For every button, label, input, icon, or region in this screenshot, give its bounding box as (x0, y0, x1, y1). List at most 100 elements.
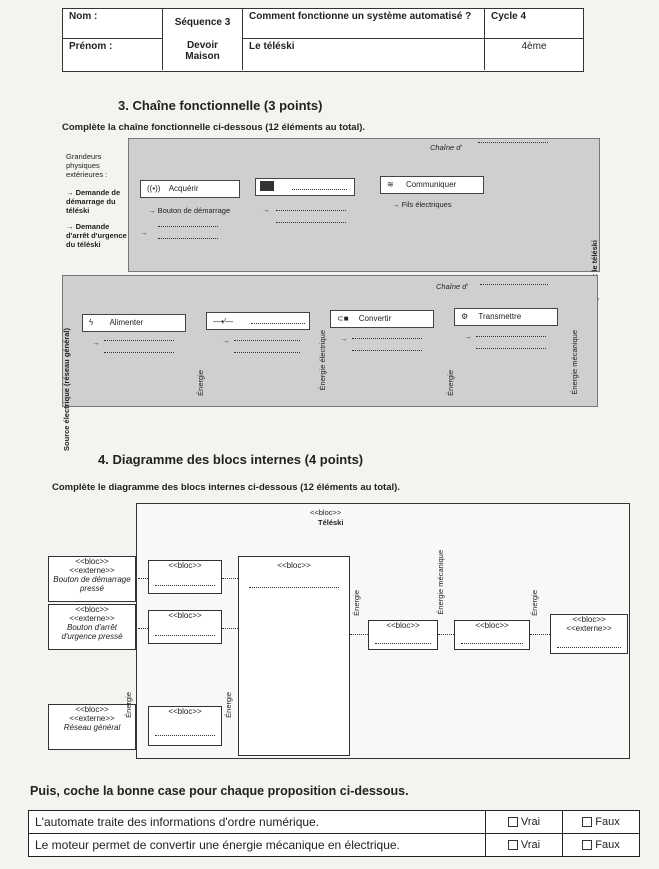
flow-connector (138, 578, 148, 579)
fils-label: → Fils électriques (392, 200, 452, 209)
bloc-stereo: <<bloc>> (475, 621, 509, 630)
transmettre-blank-2[interactable] (476, 348, 546, 349)
lightning-icon: ϟ (89, 318, 94, 327)
flow-connector (530, 634, 550, 635)
vrai-option[interactable]: Vrai (486, 834, 563, 856)
flow-connector (438, 634, 454, 635)
externe-stereo: <<externe>> (566, 624, 612, 633)
energy-label-conv: Énergie (530, 590, 539, 616)
bloc-blank[interactable] (155, 635, 215, 636)
transmettre-label: Transmettre (478, 312, 522, 321)
bloc-convertir[interactable]: <<bloc>> (454, 620, 530, 650)
chip-icon (260, 181, 274, 191)
externe-stereo: <<externe>> (69, 566, 115, 575)
communiquer-box: ≋ Communiquer (380, 176, 484, 194)
chain-energy-blank[interactable] (480, 284, 548, 285)
distribuer-box[interactable]: —•⁄— (206, 312, 310, 330)
traiter-blank-2[interactable] (276, 210, 346, 211)
quiz-row: L'automate traite des informations d'ord… (29, 811, 639, 834)
convertir-blank-2[interactable] (352, 350, 422, 351)
bloc-stereo: <<bloc>> (75, 705, 109, 714)
prenom-label: Prénom : (69, 41, 113, 52)
bloc-blank[interactable] (155, 585, 215, 586)
checkbox-icon[interactable] (507, 840, 518, 850)
teleski-bloc-stereo: <<bloc>> (310, 508, 342, 517)
traiter-box[interactable] (255, 178, 355, 196)
faux-option[interactable]: Faux (563, 811, 639, 833)
vrai-option[interactable]: Vrai (486, 811, 563, 833)
energy-chain-panel (62, 275, 598, 407)
checkbox-icon[interactable] (582, 817, 593, 827)
bloc-blank[interactable] (155, 735, 215, 736)
question-cell: Comment fonctionne un système automatisé… (243, 9, 485, 39)
communiquer-label: Communiquer (405, 180, 457, 189)
alimenter-blank-1[interactable] (104, 340, 174, 341)
vrai-label: Vrai (520, 839, 541, 851)
arrow-icon: → (222, 336, 230, 345)
cycle-text: Cycle 4 (491, 11, 527, 22)
acquerir-blank-2[interactable] (158, 226, 218, 227)
bloc-blank[interactable] (557, 647, 621, 648)
bloc-acquerir-arret[interactable]: <<bloc>> (148, 610, 222, 644)
acquerir-label: Acquérir (168, 184, 199, 193)
bloc-automate[interactable]: <<bloc>> (238, 556, 350, 756)
energy-label-alim: Énergie (224, 692, 233, 718)
bloc-stereo: <<bloc>> (168, 707, 202, 716)
bloc-alimenter[interactable]: <<bloc>> (148, 706, 222, 746)
distribuer-blank[interactable] (251, 323, 305, 324)
input-demarrage: → Demande de démarrage du téléski (66, 188, 121, 215)
acquerir-blank-3[interactable] (158, 238, 218, 239)
transmettre-blank-1[interactable] (476, 336, 546, 337)
externe-teleski[interactable]: <<bloc>> <<externe>> (550, 614, 628, 654)
traiter-blank-3[interactable] (276, 222, 346, 223)
switch-icon: —•⁄— (213, 317, 234, 326)
topic-text: Le téléski (249, 41, 295, 52)
externe-stereo: <<externe>> (69, 714, 115, 723)
flow-connector (222, 578, 238, 579)
bloc-stereo: <<bloc>> (75, 605, 109, 614)
arrow-icon: → (262, 205, 270, 214)
bloc-acquerir-demarrage[interactable]: <<bloc>> (148, 560, 222, 594)
bloc-blank[interactable] (249, 587, 339, 588)
externe-stereo: <<externe>> (69, 614, 115, 623)
chain-info-blank[interactable] (478, 142, 548, 143)
convertir-blank-1[interactable] (352, 338, 422, 339)
alimenter-blank-2[interactable] (104, 352, 174, 353)
alimenter-label: Alimenter (109, 318, 144, 327)
teleski-name: Téléski (318, 518, 344, 527)
externe-reseau: <<bloc>> <<externe>> Réseau général (48, 704, 136, 750)
quiz-statement: L'automate traite des informations d'ord… (29, 811, 486, 833)
wifi-icon: ≋ (387, 180, 394, 189)
grandeurs-label: Grandeurs physiques extérieures : (66, 152, 108, 179)
checkbox-icon[interactable] (507, 817, 518, 827)
convertir-label: Convertir (358, 314, 392, 323)
chain-info-label: Chaîne d' (430, 143, 462, 152)
bloc-blank[interactable] (375, 643, 431, 644)
quiz-statement: Le moteur permet de convertir une énergi… (29, 834, 486, 856)
bouton-demarrage-label: → Bouton de démarrage (148, 206, 231, 215)
flow-connector (222, 628, 238, 629)
energy-mecanique-4: Énergie mécanique (436, 550, 445, 615)
externe-demarrage: <<bloc>> <<externe>> Bouton de démarrage… (48, 556, 136, 602)
topic-cell: Le téléski (243, 39, 485, 70)
devoir-label: Devoir (186, 40, 219, 51)
convertir-box: ⊂■ Convertir (330, 310, 434, 328)
bloc-distribuer[interactable]: <<bloc>> (368, 620, 438, 650)
bloc-stereo: <<bloc>> (168, 611, 202, 620)
faux-option[interactable]: Faux (563, 834, 639, 856)
cycle-cell: Cycle 4 (485, 9, 583, 39)
bloc-blank[interactable] (461, 643, 523, 644)
sequence-label: Séquence 3 (174, 17, 231, 28)
prenom-cell: Prénom : (63, 39, 163, 70)
chain-energy-label: Chaîne d' (436, 282, 468, 291)
section4-instruction: Complète le diagramme des blocs internes… (52, 482, 400, 493)
distribuer-blank-3[interactable] (234, 352, 300, 353)
information-chain-panel (128, 138, 600, 272)
faux-label: Faux (595, 816, 620, 828)
traiter-blank[interactable] (292, 189, 347, 190)
quiz-intro: Puis, coche la bonne case pour chaque pr… (30, 784, 409, 798)
distribuer-blank-2[interactable] (234, 340, 300, 341)
checkbox-icon[interactable] (582, 840, 593, 850)
